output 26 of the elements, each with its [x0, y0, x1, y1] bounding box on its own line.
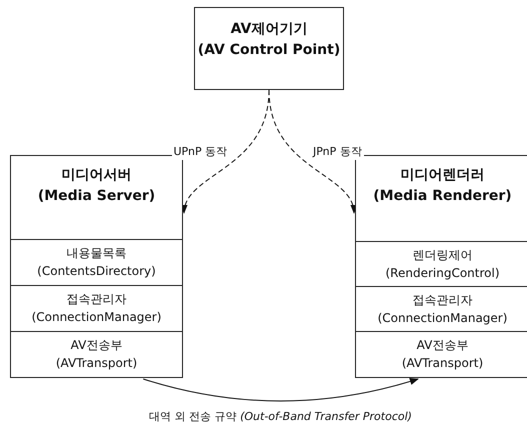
title-text: 내용물목록: [66, 245, 128, 262]
title-text: 접속관리자: [66, 291, 128, 308]
subtitle-text: (AVTransport): [54, 356, 138, 370]
subtitle-text: (Media Renderer): [372, 188, 513, 204]
edge-label: 대역 외 전송 규약 (Out-of-Band Transfer Protocol): [147, 409, 414, 425]
subtitle-text: (ConnectionManager): [376, 311, 508, 325]
edge-label: JPnP 동작: [311, 144, 364, 160]
arrow: [142, 378, 419, 402]
subtitle-text: (AV Control Point): [196, 42, 342, 58]
device-box: [355, 155, 527, 378]
arrow: [268, 90, 356, 214]
edge-label: UPnP 동작: [172, 144, 230, 160]
title-text: 미디어서버: [60, 166, 132, 184]
device-box: [10, 155, 183, 378]
device-box: [194, 7, 344, 90]
title-text: AV전송부: [70, 337, 124, 354]
title-text: 접속관리자: [412, 292, 474, 309]
subtitle-text: (AVTransport): [400, 356, 484, 370]
subtitle-text: (ConnectionManager): [30, 310, 162, 324]
title-text: AV제어기기: [230, 20, 308, 38]
subtitle-text: (Media Server): [36, 188, 156, 204]
subtitle-text: (RenderingControl): [384, 266, 501, 280]
title-text: AV전송부: [416, 337, 470, 354]
title-text: 렌더링제어: [412, 247, 474, 264]
title-text: 미디어렌더러: [400, 166, 486, 184]
subtitle-text: (ContentsDirectory): [36, 264, 157, 278]
